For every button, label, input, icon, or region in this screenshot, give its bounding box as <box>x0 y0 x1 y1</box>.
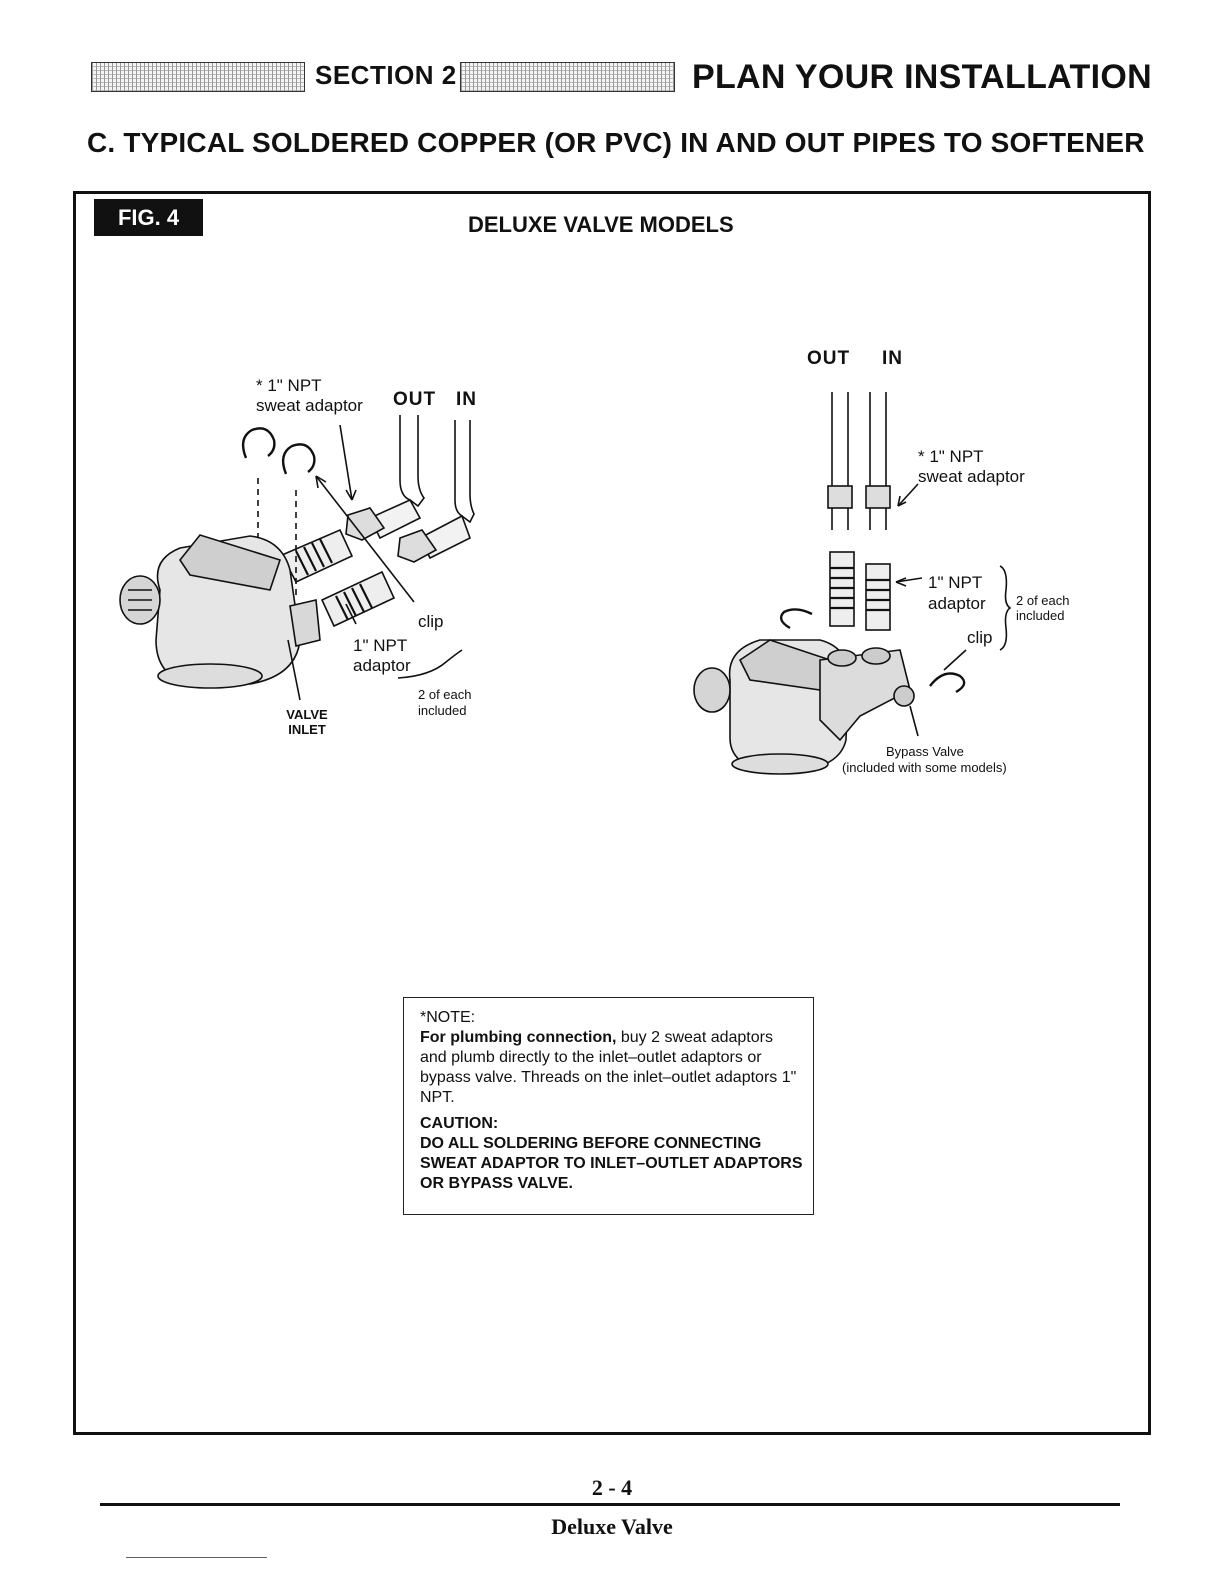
right-npt-adaptor-label-1: 1" NPT <box>928 573 983 592</box>
left-out-label: OUT <box>393 389 437 410</box>
valve-inlet-label: VALVE INLET <box>280 707 334 737</box>
note-heading: *NOTE: <box>420 1009 476 1026</box>
left-each-label-1: 2 of each <box>418 687 472 702</box>
right-sweat-adaptor-label-2: sweat adaptor <box>918 467 1025 486</box>
valve-inlet-label-1: VALVE <box>286 707 328 722</box>
footer-link-underline <box>126 1557 267 1558</box>
page-subheading: C. TYPICAL SOLDERED COPPER (OR PVC) IN A… <box>87 127 1145 158</box>
left-each-label-2: included <box>418 703 467 718</box>
page-number: 2 - 4 <box>591 1475 633 1500</box>
header-hatch-right <box>460 62 675 92</box>
right-in-label: IN <box>882 348 903 369</box>
left-sweat-adaptor-label-2: sweat adaptor <box>256 396 363 415</box>
left-sweat-adaptor-label-1: * 1" NPT <box>256 376 322 395</box>
right-out-label: OUT <box>807 348 851 369</box>
left-npt-adaptor-label-2: adaptor <box>353 656 411 675</box>
bypass-valve-label-1: Bypass Valve <box>886 744 964 759</box>
left-npt-adaptor-label-1: 1" NPT <box>353 636 408 655</box>
section-title: PLAN YOUR INSTALLATION <box>692 58 1152 96</box>
caution-body: DO ALL SOLDERING BEFORE CONNECTING SWEAT… <box>420 1135 803 1192</box>
note-body-paragraph: For plumbing connection, buy 2 sweat ada… <box>420 1028 803 1108</box>
footer-title: Deluxe Valve <box>551 1514 673 1539</box>
bypass-valve-label-2: (included with some models) <box>842 760 1007 775</box>
section-label: SECTION 2 <box>315 60 457 90</box>
right-sweat-adaptor-label-1: * 1" NPT <box>918 447 984 466</box>
header-hatch-left <box>91 62 305 92</box>
caution-heading: CAUTION: <box>420 1115 499 1132</box>
figure-frame <box>73 191 1151 1435</box>
note-body: buy 2 sweat adaptors and plumb directly … <box>420 1029 797 1106</box>
right-clip-label: clip <box>967 628 993 647</box>
left-in-label: IN <box>456 389 477 410</box>
right-npt-adaptor-label-2: adaptor <box>928 594 986 613</box>
note-bold-lead: For plumbing connection, <box>420 1029 617 1046</box>
valve-inlet-label-2: INLET <box>288 722 326 737</box>
note-box: *NOTE: For plumbing connection, buy 2 sw… <box>403 997 814 1215</box>
footer-rule <box>100 1503 1120 1506</box>
right-valve-drawing <box>693 392 1012 775</box>
left-valve-drawing <box>119 415 475 701</box>
left-clip-label: clip <box>418 612 444 631</box>
right-each-label-2: included <box>1016 608 1065 623</box>
right-each-label-1: 2 of each <box>1016 593 1070 608</box>
figure-tag: FIG. 4 <box>94 199 203 236</box>
figure-title: DELUXE VALVE MODELS <box>468 212 734 237</box>
